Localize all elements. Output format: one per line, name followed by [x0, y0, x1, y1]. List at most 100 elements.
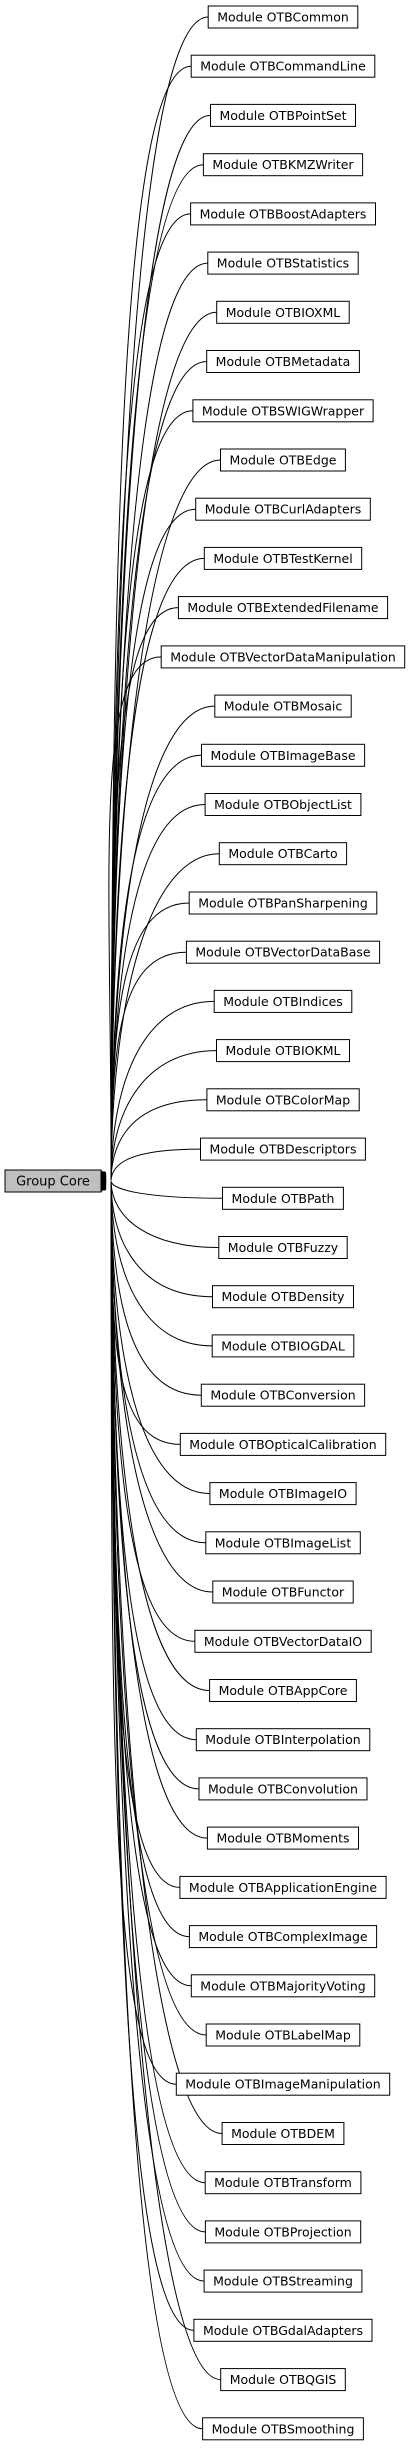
- module-node-otbcarto[interactable]: Module OTBCarto: [218, 842, 348, 866]
- module-node-otbstreaming[interactable]: Module OTBStreaming: [203, 2269, 363, 2293]
- module-node-otbimagelist[interactable]: Module OTBImageList: [205, 1531, 361, 1555]
- module-node-otbfunctor[interactable]: Module OTBFunctor: [212, 1580, 354, 1604]
- module-node-otbimagemanipulation[interactable]: Module OTBImageManipulation: [175, 2072, 391, 2096]
- module-box-otbcommon[interactable]: [207, 5, 359, 29]
- module-box-otbsmoothing[interactable]: [202, 2417, 364, 2441]
- group-core-box[interactable]: [4, 1169, 102, 1193]
- module-node-otbdem[interactable]: Module OTBDEM: [221, 2122, 345, 2145]
- module-node-otblabelmap[interactable]: Module OTBLabelMap: [205, 2023, 361, 2047]
- module-box-otbedge[interactable]: [220, 448, 346, 472]
- module-node-otbobjectlist[interactable]: Module OTBObjectList: [204, 793, 362, 816]
- module-node-otbsmoothing[interactable]: Module OTBSmoothing: [202, 2417, 364, 2441]
- module-node-otbiokml[interactable]: Module OTBIOKML: [216, 1039, 350, 1063]
- module-box-otbapplicationengine[interactable]: [179, 1875, 387, 1899]
- module-node-otbtestkernel[interactable]: Module OTBTestKernel: [203, 546, 363, 570]
- module-node-otbimagebase[interactable]: Module OTBImageBase: [201, 743, 366, 767]
- module-box-otbprojection[interactable]: [204, 2220, 362, 2244]
- module-box-otbstatistics[interactable]: [207, 251, 359, 275]
- module-box-otbappcore[interactable]: [209, 1679, 357, 1702]
- module-box-otbimagebase[interactable]: [201, 743, 366, 767]
- module-node-otbprojection[interactable]: Module OTBProjection: [204, 2220, 362, 2244]
- module-node-otbdensity[interactable]: Module OTBDensity: [212, 1285, 354, 1309]
- module-node-otbconvolution[interactable]: Module OTBConvolution: [198, 1777, 368, 1801]
- module-box-otbpansharpening[interactable]: [188, 891, 378, 915]
- module-node-otbconversion[interactable]: Module OTBConversion: [200, 1383, 366, 1407]
- module-node-otbkmzwriter[interactable]: Module OTBKMZWriter: [202, 153, 364, 177]
- module-box-otbmoments[interactable]: [206, 1826, 359, 1850]
- module-node-otbcommon[interactable]: Module OTBCommon: [207, 5, 359, 29]
- module-node-otbcompleximage[interactable]: Module OTBComplexImage: [188, 1925, 378, 1949]
- module-node-otbedge[interactable]: Module OTBEdge: [220, 448, 346, 472]
- module-node-otbappcore[interactable]: Module OTBAppCore: [209, 1679, 357, 1702]
- module-box-otbpointset[interactable]: [210, 103, 356, 127]
- module-node-otbcurladapters[interactable]: Module OTBCurlAdapters: [195, 497, 371, 521]
- module-box-otbdescriptors[interactable]: [200, 1137, 366, 1161]
- module-node-otbtransform[interactable]: Module OTBTransform: [204, 2171, 362, 2195]
- module-node-otbfuzzy[interactable]: Module OTBFuzzy: [218, 1236, 348, 1259]
- module-box-otbfuzzy[interactable]: [218, 1236, 348, 1259]
- module-box-otbimagelist[interactable]: [205, 1531, 361, 1555]
- module-box-otbconvolution[interactable]: [198, 1777, 368, 1801]
- module-node-otbvectordataio[interactable]: Module OTBVectorDataIO: [194, 1629, 372, 1653]
- module-box-otbinterpolation[interactable]: [195, 1728, 371, 1752]
- module-box-otbextendedfilename[interactable]: [177, 596, 389, 620]
- module-box-otbcurladapters[interactable]: [195, 497, 371, 521]
- module-node-otbgdaladapters[interactable]: Module OTBGdalAdapters: [193, 2318, 373, 2342]
- module-box-otbdem[interactable]: [221, 2122, 345, 2145]
- module-box-otbobjectlist[interactable]: [204, 793, 362, 816]
- module-node-otbvectordatabase[interactable]: Module OTBVectorDataBase: [185, 940, 381, 964]
- module-box-otbcompleximage[interactable]: [188, 1925, 378, 1949]
- module-node-otbcolormap[interactable]: Module OTBColorMap: [206, 1088, 360, 1112]
- module-box-otbconversion[interactable]: [200, 1383, 366, 1407]
- module-box-otbgdaladapters[interactable]: [193, 2318, 373, 2342]
- module-node-otbextendedfilename[interactable]: Module OTBExtendedFilename: [177, 596, 389, 620]
- module-box-otbcarto[interactable]: [218, 842, 348, 866]
- module-node-otbboostadapters[interactable]: Module OTBBoostAdapters: [190, 202, 376, 226]
- module-box-otbkmzwriter[interactable]: [202, 153, 364, 177]
- module-box-otbboostadapters[interactable]: [190, 202, 376, 226]
- module-node-otbqgis[interactable]: Module OTBQGIS: [220, 2368, 346, 2392]
- module-node-otbinterpolation[interactable]: Module OTBInterpolation: [195, 1728, 371, 1752]
- module-box-otbdensity[interactable]: [212, 1285, 354, 1309]
- module-box-otbopticalcalibration[interactable]: [179, 1432, 387, 1456]
- module-node-otbapplicationengine[interactable]: Module OTBApplicationEngine: [179, 1875, 387, 1899]
- module-box-otbvectordatabase[interactable]: [185, 940, 381, 964]
- module-node-otbvectordatamanipulation[interactable]: Module OTBVectorDataManipulation: [160, 645, 406, 669]
- module-box-otbmosaic[interactable]: [214, 694, 352, 718]
- module-box-otbcolormap[interactable]: [206, 1088, 360, 1112]
- module-node-otbopticalcalibration[interactable]: Module OTBOpticalCalibration: [179, 1432, 387, 1456]
- module-box-otbvectordataio[interactable]: [194, 1629, 372, 1653]
- module-node-otbstatistics[interactable]: Module OTBStatistics: [207, 251, 359, 275]
- module-box-otbiogdal[interactable]: [211, 1334, 355, 1358]
- module-box-otbindices[interactable]: [213, 989, 353, 1013]
- module-node-otbiogdal[interactable]: Module OTBIOGDAL: [211, 1334, 355, 1358]
- module-box-otbqgis[interactable]: [220, 2368, 346, 2392]
- module-box-otbfunctor[interactable]: [212, 1580, 354, 1604]
- module-box-otbtestkernel[interactable]: [203, 546, 363, 570]
- module-box-otbmajorityvoting[interactable]: [190, 1974, 376, 1998]
- module-node-otbdescriptors[interactable]: Module OTBDescriptors: [200, 1137, 366, 1161]
- module-box-otbiokml[interactable]: [216, 1039, 350, 1063]
- module-box-otbtransform[interactable]: [204, 2171, 362, 2195]
- module-box-otbimageio[interactable]: [209, 1482, 357, 1506]
- module-node-otbmosaic[interactable]: Module OTBMosaic: [214, 694, 352, 718]
- module-node-otbimageio[interactable]: Module OTBImageIO: [209, 1482, 357, 1506]
- module-node-otbpointset[interactable]: Module OTBPointSet: [210, 103, 356, 127]
- module-node-otbindices[interactable]: Module OTBIndices: [213, 989, 353, 1013]
- module-node-otbswigwrapper[interactable]: Module OTBSWIGWrapper: [192, 399, 374, 423]
- module-node-otbmoments[interactable]: Module OTBMoments: [206, 1826, 359, 1850]
- module-box-otbswigwrapper[interactable]: [192, 399, 374, 423]
- group-core-node[interactable]: Group Core: [4, 1169, 102, 1193]
- module-node-otbcommandline[interactable]: Module OTBCommandLine: [190, 54, 376, 78]
- module-box-otbimagemanipulation[interactable]: [175, 2072, 391, 2096]
- module-node-otbpath[interactable]: Module OTBPath: [222, 1186, 344, 1210]
- module-box-otbpath[interactable]: [222, 1186, 344, 1210]
- module-node-otbpansharpening[interactable]: Module OTBPanSharpening: [188, 891, 378, 915]
- module-box-otbstreaming[interactable]: [203, 2269, 363, 2293]
- module-node-otbmajorityvoting[interactable]: Module OTBMajorityVoting: [190, 1974, 376, 1998]
- module-box-otblabelmap[interactable]: [205, 2023, 361, 2047]
- module-box-otbcommandline[interactable]: [190, 54, 376, 78]
- module-node-otbmetadata[interactable]: Module OTBMetadata: [206, 350, 360, 373]
- module-box-otbmetadata[interactable]: [206, 350, 360, 373]
- module-box-otbioxml[interactable]: [216, 300, 350, 324]
